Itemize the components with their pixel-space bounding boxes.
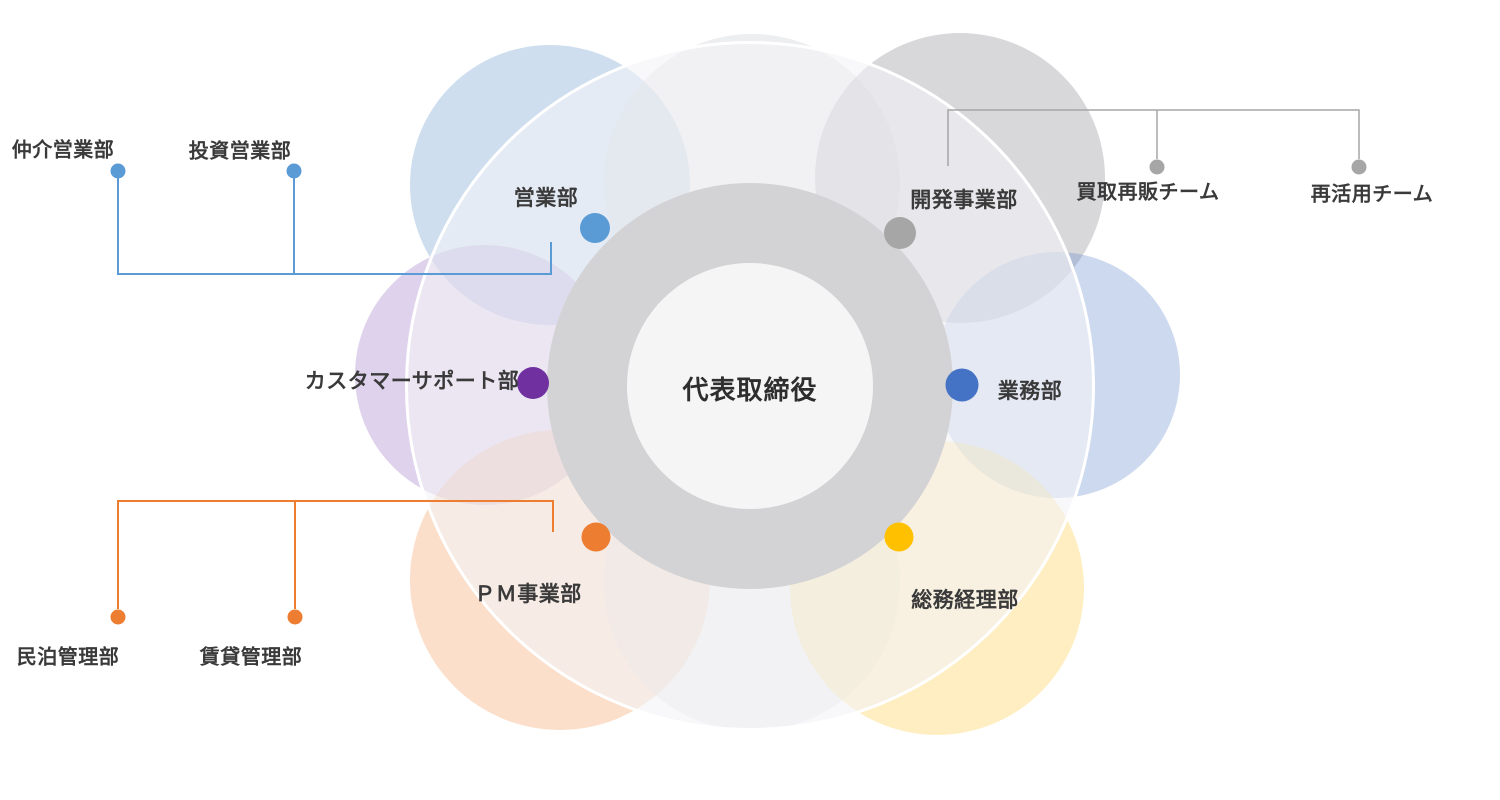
dept-label-development: 開発事業部 xyxy=(910,188,1018,212)
subdept-dot-rental xyxy=(287,609,303,625)
subdept-dot-resale-team xyxy=(1149,159,1165,175)
subdept-label-resale-team: 買取再販チーム xyxy=(1076,179,1220,204)
dept-label-customer-support: カスタマーサポート部 xyxy=(304,369,520,393)
subdept-dot-minpaku xyxy=(110,609,126,625)
subdept-label-brokerage-sales: 仲介営業部 xyxy=(11,137,115,162)
dept-label-operations: 業務部 xyxy=(997,379,1063,403)
subdept-label-rental: 賃貸管理部 xyxy=(199,644,303,669)
dept-label-sales: 営業部 xyxy=(513,186,579,210)
subdept-label-reuse-team: 再活用チーム xyxy=(1310,181,1434,206)
subdept-label-investment-sales: 投資営業部 xyxy=(188,138,292,163)
subdept-dot-reuse-team xyxy=(1351,159,1367,175)
subdept-label-minpaku: 民泊管理部 xyxy=(16,644,120,669)
dept-label-pm: ＰＭ事業部 xyxy=(474,582,582,606)
dept-label-general-affairs: 総務経理部 xyxy=(911,588,1019,612)
subdept-dot-brokerage-sales xyxy=(110,163,126,179)
center-label: 代表取締役 xyxy=(682,375,818,406)
subdept-dot-investment-sales xyxy=(286,163,302,179)
center-donut: 代表取締役 xyxy=(547,183,953,589)
